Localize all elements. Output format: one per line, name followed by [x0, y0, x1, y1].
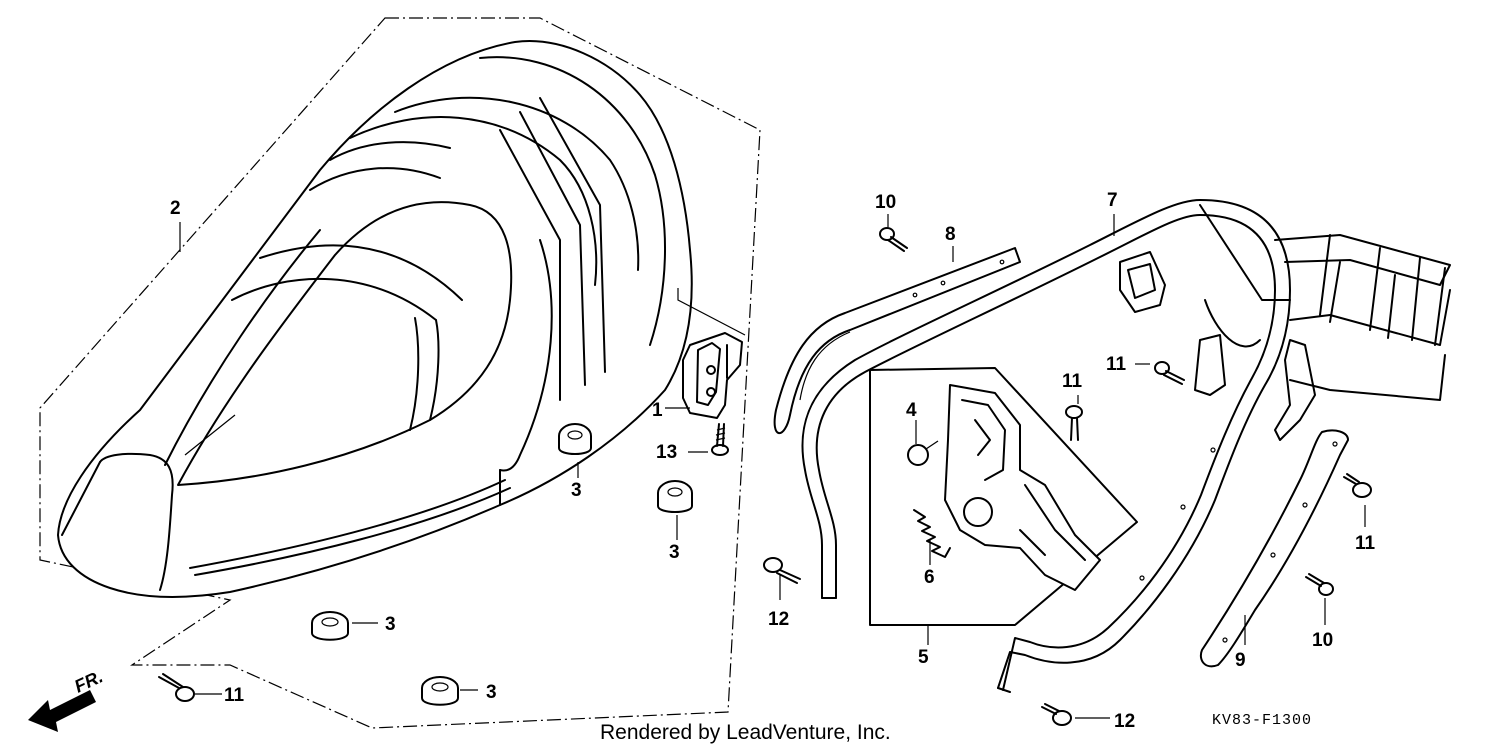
- footer-credit: Rendered by LeadVenture, Inc.: [600, 721, 891, 744]
- callout-labels: 1 2 3 3 3 3 4 5 6 7 8 9 10 10 11 11 11 1…: [170, 190, 1376, 732]
- callout-7: 7: [1107, 190, 1118, 211]
- callout-3c: 3: [385, 614, 396, 635]
- callout-12b: 12: [1114, 711, 1135, 732]
- cap-4: [907, 440, 939, 466]
- callout-11c: 11: [1106, 354, 1127, 375]
- grab-rail-7: [801, 199, 1451, 693]
- diagram-code: KV83-F1300: [1212, 712, 1312, 729]
- callout-5: 5: [918, 647, 929, 668]
- cushion-3b: [657, 480, 693, 513]
- callout-6: 6: [924, 567, 935, 588]
- cushion-3c: [311, 611, 349, 641]
- callout-9: 9: [1235, 650, 1246, 671]
- bolt-11-lower-left: [158, 673, 195, 702]
- spring-6: [913, 509, 951, 558]
- cushion-3a: [558, 423, 592, 455]
- side-strip-9: [1199, 429, 1349, 668]
- callout-3b: 3: [669, 542, 680, 563]
- callout-1: 1: [652, 400, 663, 421]
- seat-lock-assembly: [944, 384, 1101, 591]
- bolt-12-mid: [763, 557, 801, 584]
- front-arrow-label: FR.: [71, 666, 106, 696]
- callout-4: 4: [906, 400, 917, 421]
- bolt-11-latch: [1065, 405, 1083, 441]
- cushion-3d: [421, 676, 459, 706]
- bolt-12-bottom: [1041, 703, 1072, 726]
- callout-13: 13: [656, 442, 677, 463]
- callout-10a: 10: [875, 192, 896, 213]
- callout-11d: 11: [1355, 533, 1376, 554]
- callout-3a: 3: [571, 480, 582, 501]
- seat-group-boundary: [39, 17, 761, 729]
- callout-8: 8: [945, 224, 956, 245]
- callout-11b: 11: [1062, 371, 1083, 392]
- leader-lines: [179, 214, 1366, 719]
- callout-10b: 10: [1312, 630, 1333, 651]
- front-direction-arrow: FR.: [28, 666, 106, 732]
- callout-3d: 3: [486, 682, 497, 703]
- bolt-10-lower: [1305, 573, 1334, 596]
- bolt-11-right: [1343, 473, 1372, 498]
- seat-hinge-bracket: [682, 332, 743, 419]
- callout-12a: 12: [768, 609, 789, 630]
- bolt-10-upper: [879, 227, 908, 252]
- callout-2: 2: [170, 198, 181, 219]
- callout-11a: 11: [224, 685, 245, 706]
- seat: [57, 40, 693, 598]
- side-rail-8: [773, 247, 1021, 435]
- bolt-11-rail: [1154, 361, 1185, 385]
- bolt-13: [711, 423, 729, 456]
- bracket-leader: [677, 288, 746, 336]
